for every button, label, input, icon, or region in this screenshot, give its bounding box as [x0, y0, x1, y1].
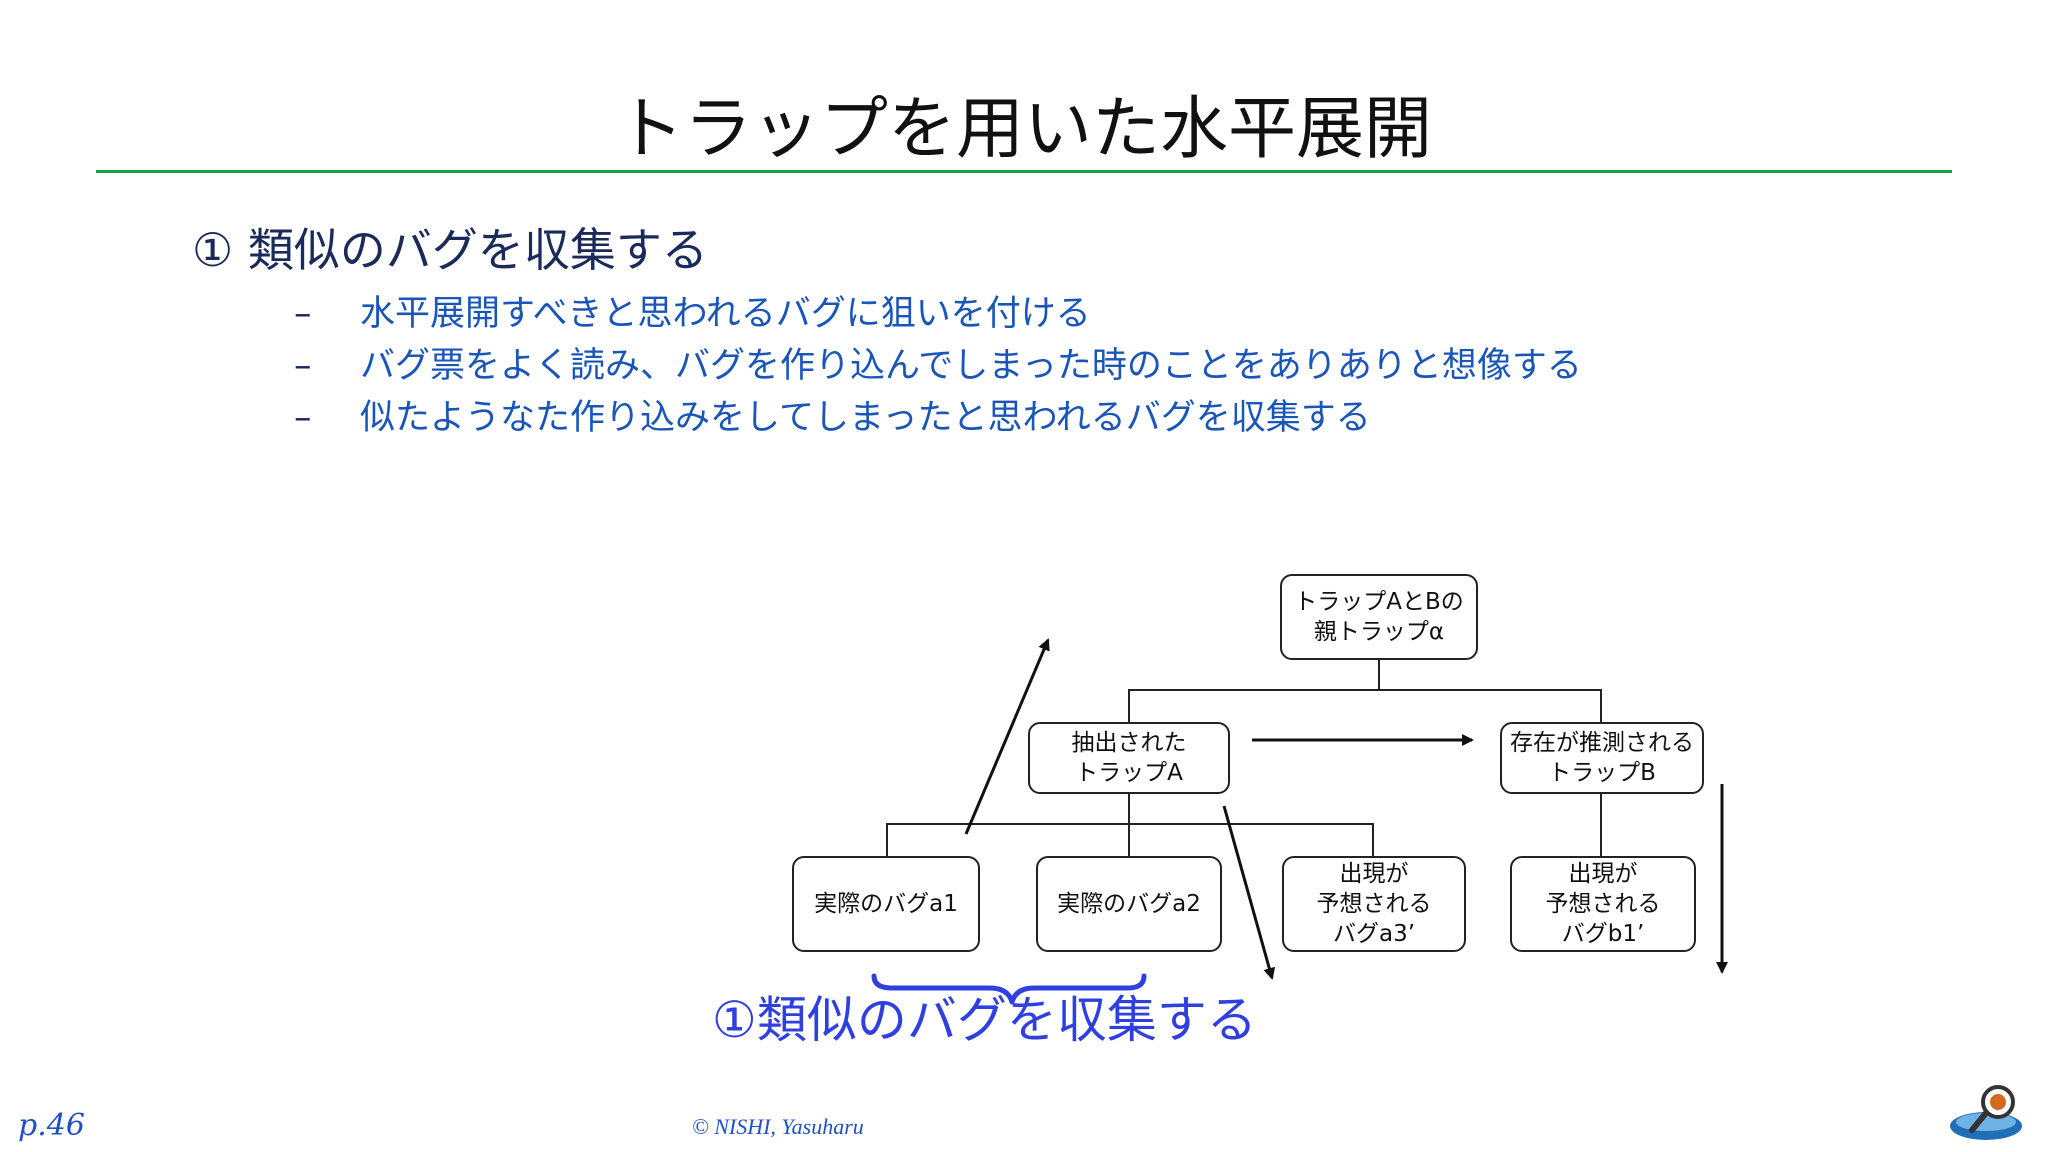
- connector-trap-a-down: [1128, 794, 1130, 824]
- arrow-trap-a-to-bug-a3: [1222, 805, 1276, 980]
- node-bug-b1: 出現が 予想される バグb1’: [1510, 856, 1696, 952]
- copyright-notice: © NISHI, Yasuharu: [692, 1114, 864, 1139]
- magnifier-logo-icon: [1950, 1085, 2022, 1140]
- connector-to-bug-a1: [886, 823, 888, 856]
- connector-to-trap-b: [1600, 689, 1602, 722]
- node-bug-a3: 出現が 予想される バグa3’: [1282, 856, 1466, 952]
- connector-to-bug-a3: [1372, 823, 1374, 856]
- connector-trap-b-down: [1600, 794, 1602, 856]
- bullet-text: 似たようなた作り込みをしてしまったと思われるバグを収集する: [360, 398, 1371, 438]
- bullet-dash: –: [294, 398, 312, 438]
- bullet-item: – 水平展開すべきと思われるバグに狙いを付ける: [294, 288, 1582, 340]
- arrow-abstraction-up: [964, 638, 1050, 835]
- node-bug-a2: 実際のバグa2: [1036, 856, 1222, 952]
- title-divider: [96, 170, 1952, 173]
- bullet-dash: –: [294, 346, 312, 386]
- node-trap-a: 抽出された トラップA: [1028, 722, 1230, 794]
- node-trap-b: 存在が推測される トラップB: [1500, 722, 1704, 794]
- bullet-list: – 水平展開すべきと思われるバグに狙いを付ける – バグ票をよく読み、バグを作り込ん…: [294, 288, 1582, 444]
- bullet-item: – 似たようなた作り込みをしてしまったと思われるバグを収集する: [294, 392, 1582, 444]
- slide-title: トラップを用いた水平展開: [615, 90, 1432, 169]
- bullet-text: 水平展開すべきと思われるバグに狙いを付ける: [360, 294, 1091, 334]
- node-parent-trap-alpha: トラップAとBの 親トラップα: [1280, 574, 1478, 660]
- bullet-item: – バグ票をよく読み、バグを作り込んでしまった時のことをありありと想像する: [294, 340, 1582, 392]
- bullet-text: バグ票をよく読み、バグを作り込んでしまった時のことをありありと想像する: [360, 346, 1582, 386]
- connector-to-bug-a2: [1128, 823, 1130, 856]
- connector-trap-a-bar: [886, 823, 1374, 825]
- connector-alpha-bar: [1128, 689, 1602, 691]
- page-number: p.46: [18, 1108, 85, 1143]
- section-heading: ① 類似のバグを収集する: [192, 223, 708, 277]
- connector-to-trap-a: [1128, 689, 1130, 722]
- connector-alpha-down: [1378, 660, 1380, 690]
- diagram-caption: ①類似のバグを収集する: [712, 991, 1257, 1049]
- node-bug-a1: 実際のバグa1: [792, 856, 980, 952]
- bullet-dash: –: [294, 294, 312, 334]
- collect-brace: [871, 973, 1147, 1005]
